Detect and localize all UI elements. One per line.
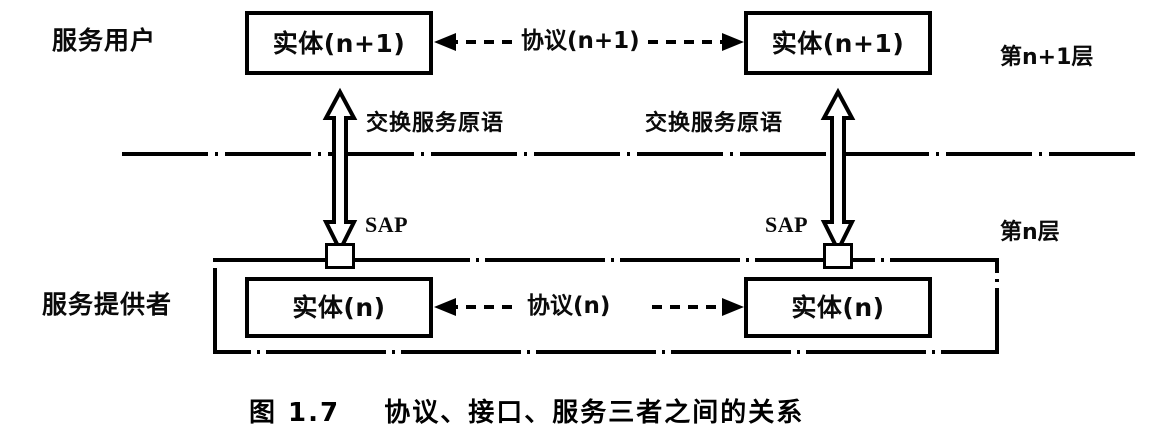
entity-box-n-left[interactable]: 实体(n): [245, 277, 433, 338]
figure-caption-number: 图 1.7: [249, 398, 341, 428]
layer-np1-label: 第n+1层: [1000, 47, 1093, 69]
service-primitive-arrow-right: [820, 87, 856, 255]
figure-caption-text: 协议、接口、服务三者之间的关系: [384, 398, 805, 428]
service-provider-label: 服务提供者: [42, 290, 173, 319]
sap-label-right: SAP: [765, 212, 809, 237]
entity-box-n-right[interactable]: 实体(n): [744, 277, 932, 338]
protocol-np1-dashed-right: [648, 33, 744, 51]
entity-n-right-label: 实体(n): [791, 293, 885, 322]
protocol-n-label: 协议(n): [527, 293, 611, 319]
protocol-np1-label: 协议(n+1): [521, 28, 640, 54]
sap-label-left: SAP: [365, 212, 409, 237]
service-primitive-arrow-left: [322, 87, 358, 255]
entity-box-np1-right[interactable]: 实体(n+1): [744, 11, 932, 75]
entity-box-np1-left[interactable]: 实体(n+1): [245, 11, 433, 75]
entity-np1-left-label: 实体(n+1): [272, 28, 406, 58]
entity-np1-right-label: 实体(n+1): [771, 28, 905, 58]
service-user-label: 服务用户: [52, 26, 157, 55]
layer-n-text: 第n层: [1000, 220, 1060, 245]
service-primitive-label-right: 交换服务原语: [645, 111, 784, 136]
layer-np1-text: 第n+1层: [1000, 45, 1094, 70]
sap-box-left[interactable]: [325, 243, 355, 269]
protocol-np1-dashed-left: [434, 33, 520, 51]
figure-caption: 图 1.7 协议、接口、服务三者之间的关系: [249, 392, 804, 429]
service-primitive-label-left: 交换服务原语: [366, 111, 505, 136]
entity-n-left-label: 实体(n): [292, 293, 386, 322]
sap-box-right[interactable]: [823, 243, 853, 269]
protocol-n-dashed-left: [434, 298, 518, 316]
protocol-n-dashed-right: [652, 298, 744, 316]
layer-n-label: 第n层: [1000, 222, 1060, 244]
